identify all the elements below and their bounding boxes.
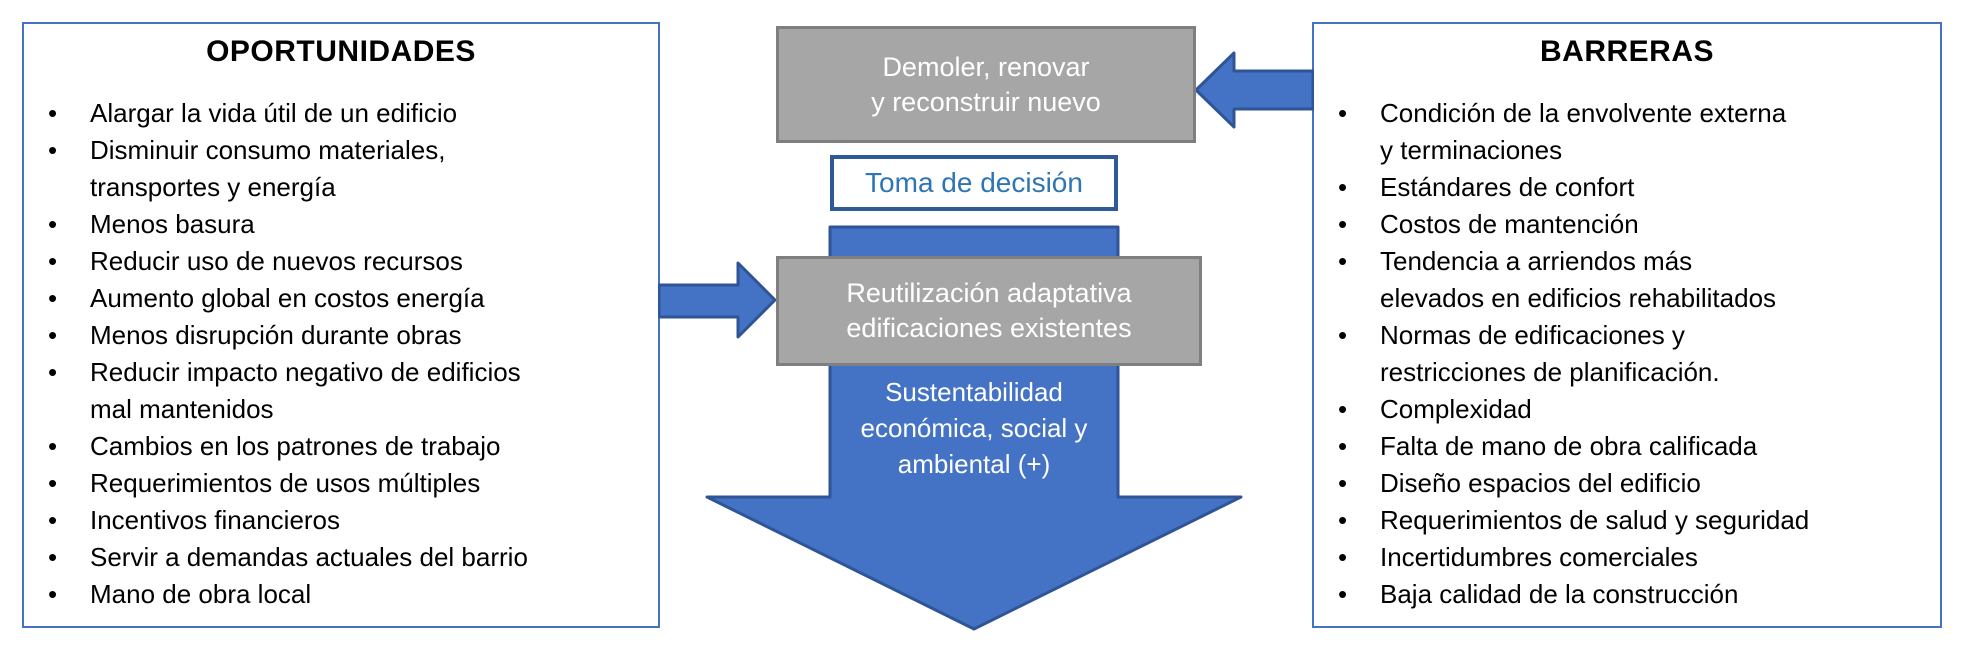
barrier-item: Diseño espacios del edificio <box>1314 465 1940 502</box>
barrier-item: Tendencia a arriendos más elevados en ed… <box>1314 243 1940 317</box>
left-arrow-shape <box>1194 51 1314 129</box>
adaptive-reuse-box: Reutilización adaptativa edificaciones e… <box>776 256 1202 366</box>
opportunities-panel: OPORTUNIDADES Alargar la vida útil de un… <box>22 22 660 628</box>
opportunity-item: Cambios en los patrones de trabajo <box>24 428 658 465</box>
opportunity-item: Menos disrupción durante obras <box>24 317 658 354</box>
opportunity-item: Disminuir consumo materiales, transporte… <box>24 132 658 206</box>
opportunity-item: Servir a demandas actuales del barrio <box>24 539 658 576</box>
barriers-panel: BARRERAS Condición de la envolvente exte… <box>1312 22 1942 628</box>
opportunities-title: OPORTUNIDADES <box>206 35 476 68</box>
opportunity-item: Alargar la vida útil de un edificio <box>24 95 658 132</box>
demolish-box-label: Demoler, renovar y reconstruir nuevo <box>871 51 1101 117</box>
opportunity-item: Reducir uso de nuevos recursos <box>24 243 658 280</box>
opportunity-item: Requerimientos de usos múltiples <box>24 465 658 502</box>
opportunity-item: Incentivos financieros <box>24 502 658 539</box>
opportunity-item: Mano de obra local <box>24 576 658 613</box>
left-arrow-icon <box>1194 51 1314 129</box>
right-arrow-icon <box>658 261 777 339</box>
demolish-box: Demoler, renovar y reconstruir nuevo <box>776 26 1196 143</box>
barrier-item: Normas de edificaciones y restricciones … <box>1314 317 1940 391</box>
opportunity-item: Reducir impacto negativo de edificios ma… <box>24 354 658 428</box>
adaptive-reuse-box-label: Reutilización adaptativa edificaciones e… <box>846 278 1132 343</box>
opportunity-item: Aumento global en costos energía <box>24 280 658 317</box>
barrier-item: Baja calidad de la construcción <box>1314 576 1940 613</box>
opportunities-list: Alargar la vida útil de un edificioDismi… <box>24 95 658 613</box>
right-arrow-shape <box>658 261 777 339</box>
decision-box: Toma de decisión <box>830 155 1118 211</box>
sustainability-label: Sustentabilidad económica, social y ambi… <box>860 377 1088 479</box>
barrier-item: Condición de la envolvente externa y ter… <box>1314 95 1940 169</box>
barrier-item: Falta de mano de obra calificada <box>1314 428 1940 465</box>
barrier-item: Estándares de confort <box>1314 169 1940 206</box>
opportunity-item: Menos basura <box>24 206 658 243</box>
barrier-item: Requerimientos de salud y seguridad <box>1314 502 1940 539</box>
barrier-item: Costos de mantención <box>1314 206 1940 243</box>
barriers-title: BARRERAS <box>1539 35 1714 68</box>
barrier-item: Complexidad <box>1314 391 1940 428</box>
barrier-item: Incertidumbres comerciales <box>1314 539 1940 576</box>
decision-box-label: Toma de decisión <box>865 167 1083 198</box>
barriers-list: Condición de la envolvente externa y ter… <box>1314 95 1940 613</box>
